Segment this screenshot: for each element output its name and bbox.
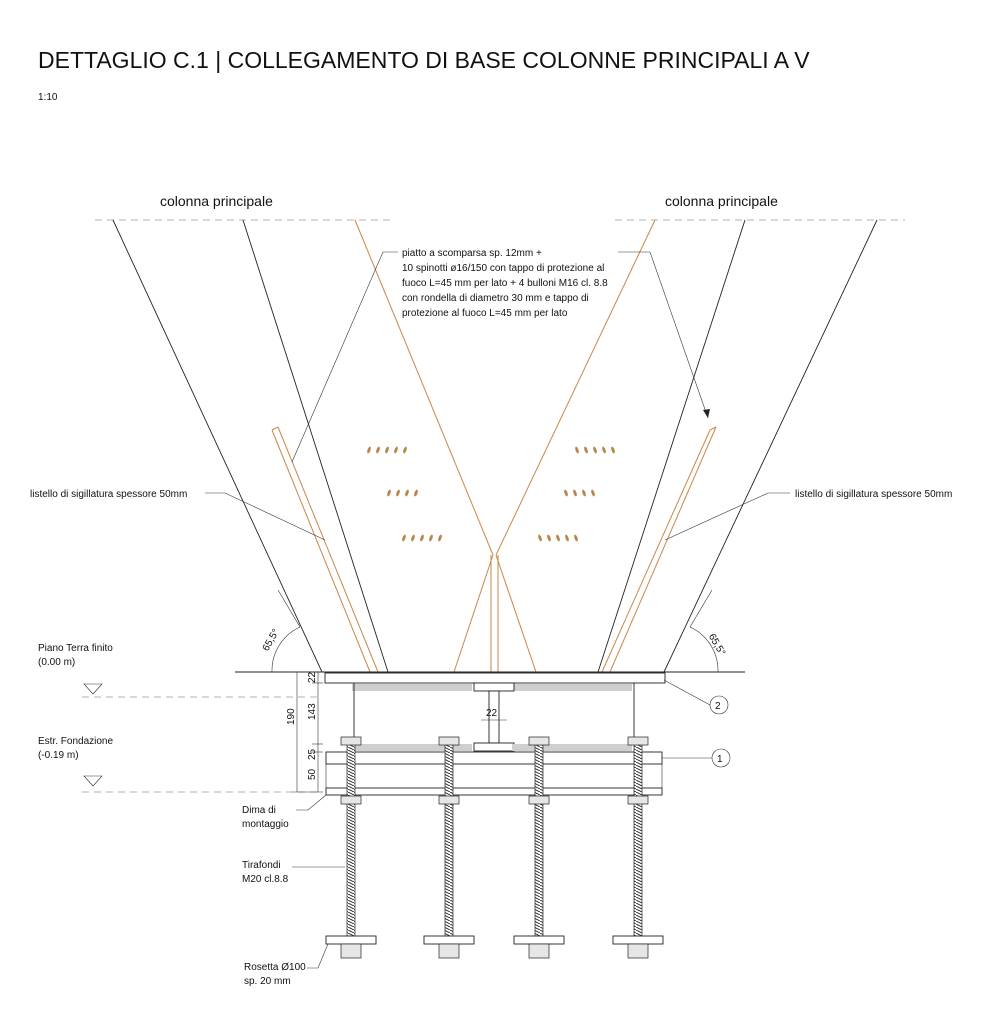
angle-left: 65,5°	[261, 589, 301, 673]
column-right	[495, 219, 878, 673]
svg-text:65,5°: 65,5°	[261, 627, 282, 653]
drawing-title: DETTAGLIO C.1 | COLLEGAMENTO DI BASE COL…	[38, 47, 810, 73]
leader-plate-right	[618, 251, 709, 419]
label-foundation-level: Estr. Fondazione	[38, 736, 113, 747]
leader-seal-left	[205, 492, 326, 541]
level-marker-foundation	[83, 775, 103, 787]
label-seal-left: listello di sigillatura spessore 50mm	[30, 489, 187, 500]
level-marker-floor	[83, 683, 103, 695]
steel-i-section	[473, 682, 515, 752]
dowel-holes-right	[538, 446, 615, 542]
svg-text:10 spinotti ø16/150 con tappo: 10 spinotti ø16/150 con tappo di protezi…	[402, 263, 604, 274]
drawing-scale: 1:10	[38, 92, 58, 103]
angle-right: 65,5°	[689, 589, 727, 673]
svg-text:sp. 20 mm: sp. 20 mm	[244, 976, 291, 987]
dimension-chain: 22 190 143 25 50 22	[286, 671, 507, 793]
svg-text:M20 cl.8.8: M20 cl.8.8	[242, 874, 289, 885]
leader-template	[296, 794, 327, 811]
seal-strip-right	[601, 426, 717, 673]
plate-note: piatto a scomparsa sp. 12mm + 10 spinott…	[402, 248, 608, 319]
assembly-template	[325, 787, 663, 796]
svg-text:(-0.19 m): (-0.19 m)	[38, 750, 79, 761]
anchor-rod-1	[325, 736, 377, 959]
svg-text:piatto a scomparsa sp. 12mm +: piatto a scomparsa sp. 12mm +	[402, 248, 542, 259]
label-column-right: colonna principale	[665, 193, 778, 209]
base-plate	[325, 751, 663, 765]
svg-text:22: 22	[486, 708, 498, 719]
svg-text:190: 190	[286, 708, 297, 725]
seal-strip-left	[271, 426, 379, 673]
label-washer: Rosetta Ø100	[244, 962, 306, 973]
leader-marker-2	[663, 679, 711, 706]
svg-text:143: 143	[307, 703, 318, 720]
svg-text:2: 2	[715, 701, 721, 712]
svg-text:fuoco L=45 mm per lato + 4 bul: fuoco L=45 mm per lato + 4 bulloni M16 c…	[402, 278, 608, 289]
leader-plate-left	[291, 251, 398, 463]
svg-text:con rondella di diametro 30 mm: con rondella di diametro 30 mm e tappo d…	[402, 293, 589, 304]
label-anchors: Tirafondi	[242, 860, 281, 871]
column-left	[112, 219, 494, 673]
label-template: Dima di	[242, 805, 276, 816]
anchor-rod-2	[423, 736, 475, 959]
svg-text:montaggio: montaggio	[242, 819, 289, 830]
svg-text:22: 22	[307, 671, 318, 683]
top-plate	[324, 672, 666, 684]
dowel-holes-left	[367, 446, 442, 542]
anchor-rod-4	[612, 736, 664, 959]
anchor-rod-3	[513, 736, 565, 959]
label-seal-right: listello di sigillatura spessore 50mm	[795, 489, 952, 500]
svg-text:50: 50	[307, 768, 318, 780]
svg-text:25: 25	[307, 748, 318, 760]
label-floor-level: Piano Terra finito	[38, 643, 113, 654]
svg-text:65,5°: 65,5°	[706, 632, 727, 658]
leader-washer	[307, 943, 329, 969]
label-column-left: colonna principale	[160, 193, 273, 209]
marker-1	[711, 748, 731, 768]
marker-2	[709, 695, 729, 715]
svg-text:(0.00 m): (0.00 m)	[38, 657, 75, 668]
svg-text:1: 1	[717, 754, 723, 765]
leader-seal-right	[664, 492, 790, 541]
svg-text:protezione al fuoco L=45 mm pe: protezione al fuoco L=45 mm per lato	[402, 308, 568, 319]
